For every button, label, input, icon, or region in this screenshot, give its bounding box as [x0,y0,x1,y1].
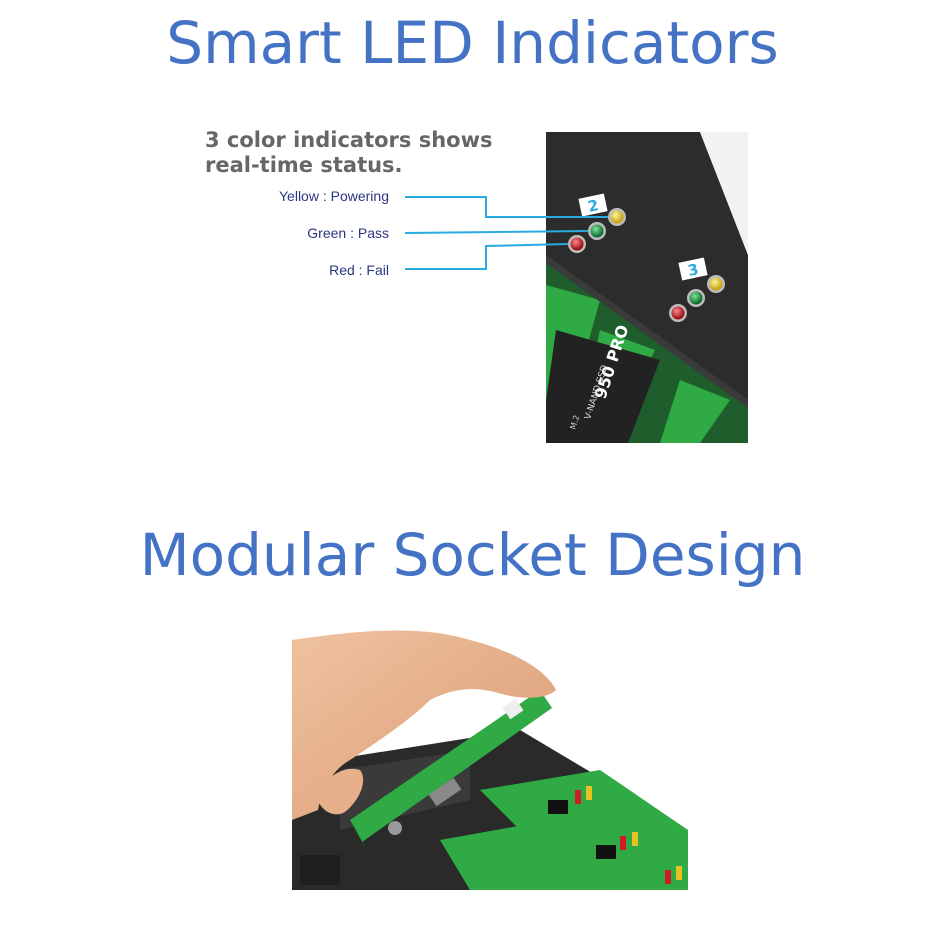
slot-number-2: 2 [586,196,600,216]
leader-line-red [405,243,569,270]
led-green-slot-3 [689,291,703,305]
tagline-line-2: real-time status. [205,153,403,177]
led-red-slot-2 [570,237,584,251]
leader-line-yellow [405,196,608,218]
tagline-line-1: 3 color indicators shows [205,128,493,152]
led-indicator-panel: 3 color indicators shows real-time statu… [0,0,945,470]
section-title-modular-socket: Modular Socket Design [139,521,806,589]
label-green-pass: Green : Pass [307,225,389,241]
led-green-slot-2 [590,224,604,238]
device-photo-group: 2 3 950 PRO V-NAND SSD M.2 [546,132,748,443]
led-tagline: 3 color indicators shows real-time statu… [205,128,525,178]
led-device-photo: 2 3 950 PRO V-NAND SSD M.2 [404,132,748,443]
hand [292,630,556,820]
led-yellow-slot-2 [610,210,624,224]
leader-line-green [404,230,589,234]
led-red-slot-3 [671,306,685,320]
section-title-smart-led: Smart LED Indicators [166,9,779,77]
led-yellow-slot-3 [709,277,723,291]
label-red-fail: Red : Fail [329,262,389,278]
label-yellow-powering: Yellow : Powering [279,188,389,204]
slot-number-3: 3 [686,260,700,280]
ssd-label-form: M.2 [568,414,581,431]
lifted-module-board [350,690,552,842]
